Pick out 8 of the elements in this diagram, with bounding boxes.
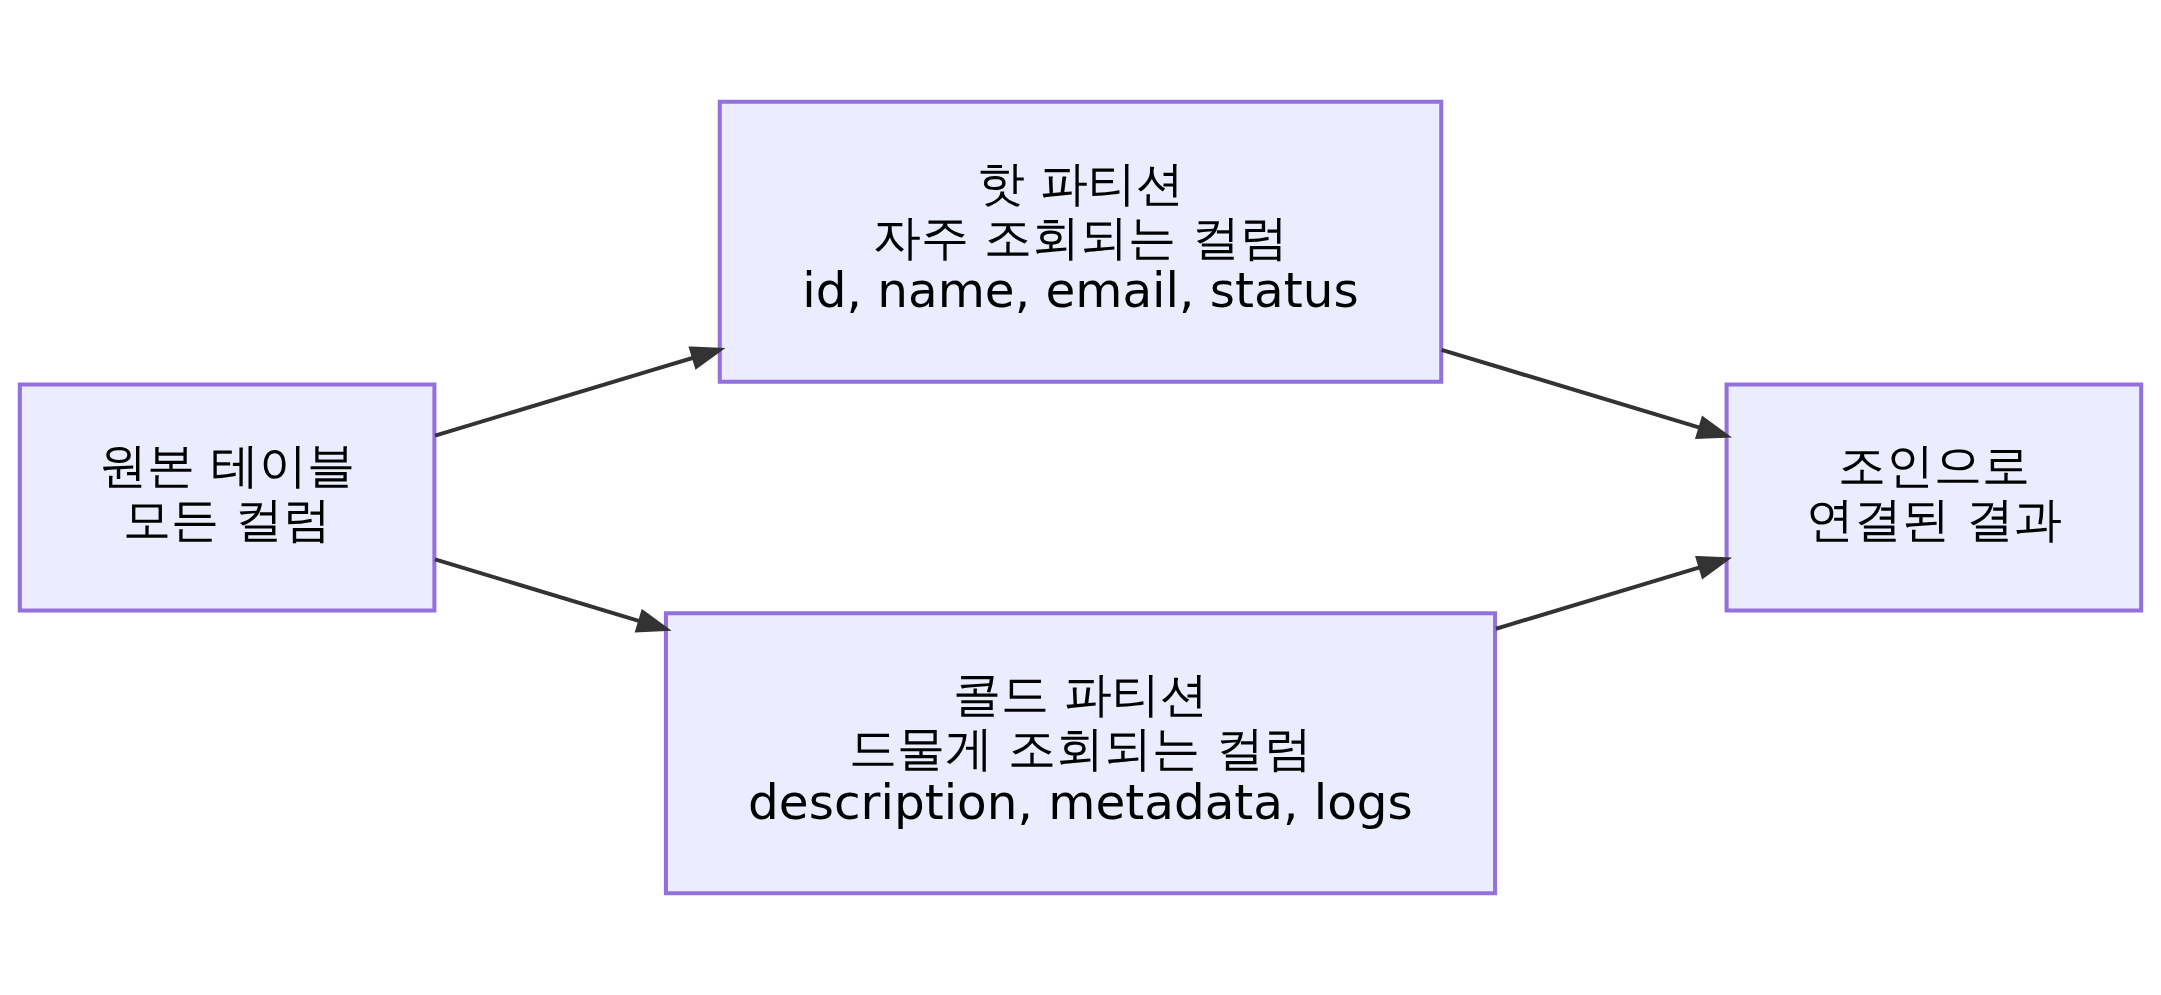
arrow (434, 346, 726, 438)
node-box: 원본 테이블 모든 컬럼 (17, 382, 437, 613)
node-box: 조인으로 연결된 결과 (1724, 382, 2144, 613)
arrow (1495, 555, 1733, 631)
node-box: 핫 파티션 자주 조회되는 컬럼 id, name, email, status (717, 99, 1444, 384)
arrow (434, 557, 672, 633)
node-box: 콜드 파티션 드물게 조회되는 컬럼 description, metadata, logs (663, 611, 1498, 896)
arrow (1441, 347, 1733, 440)
